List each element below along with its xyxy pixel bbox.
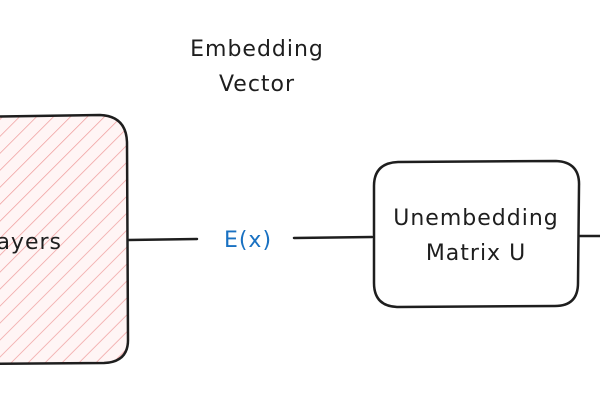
layers-box xyxy=(0,113,130,366)
connector-left xyxy=(126,237,199,242)
unembedding-box-line-1: Unembedding xyxy=(393,206,558,231)
unembedding-box xyxy=(372,159,581,309)
layers-box-label: ayers xyxy=(0,230,62,255)
annotation-line-2: Vector xyxy=(219,72,295,97)
annotation-line-1: Embedding xyxy=(190,37,324,62)
connector-middle xyxy=(292,235,374,240)
unembedding-box-line-2: Matrix U xyxy=(426,241,526,266)
edge-label: E(x) xyxy=(224,228,272,253)
